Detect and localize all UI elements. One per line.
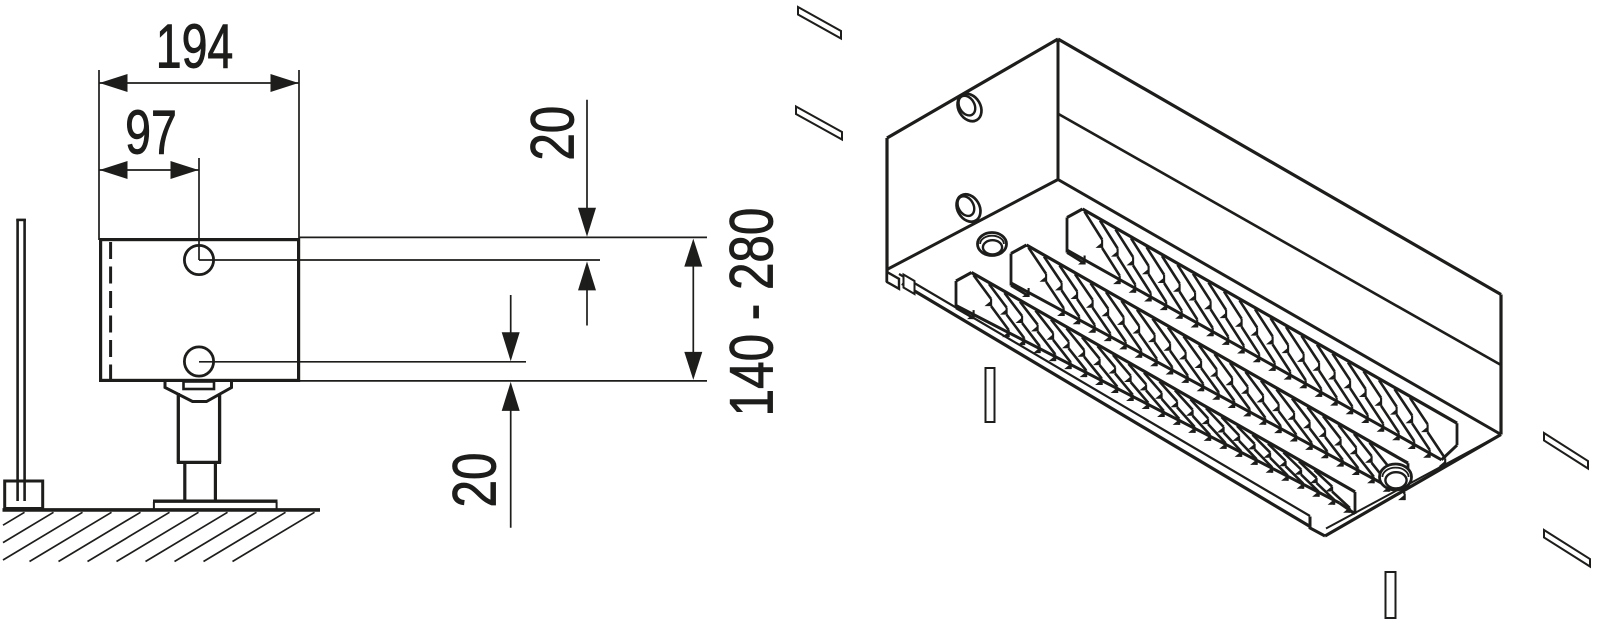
svg-text:20: 20 bbox=[440, 453, 508, 508]
svg-text:140 - 280: 140 - 280 bbox=[717, 208, 785, 417]
svg-text:97: 97 bbox=[125, 97, 177, 167]
svg-text:20: 20 bbox=[518, 106, 586, 161]
svg-text:194: 194 bbox=[156, 11, 234, 81]
